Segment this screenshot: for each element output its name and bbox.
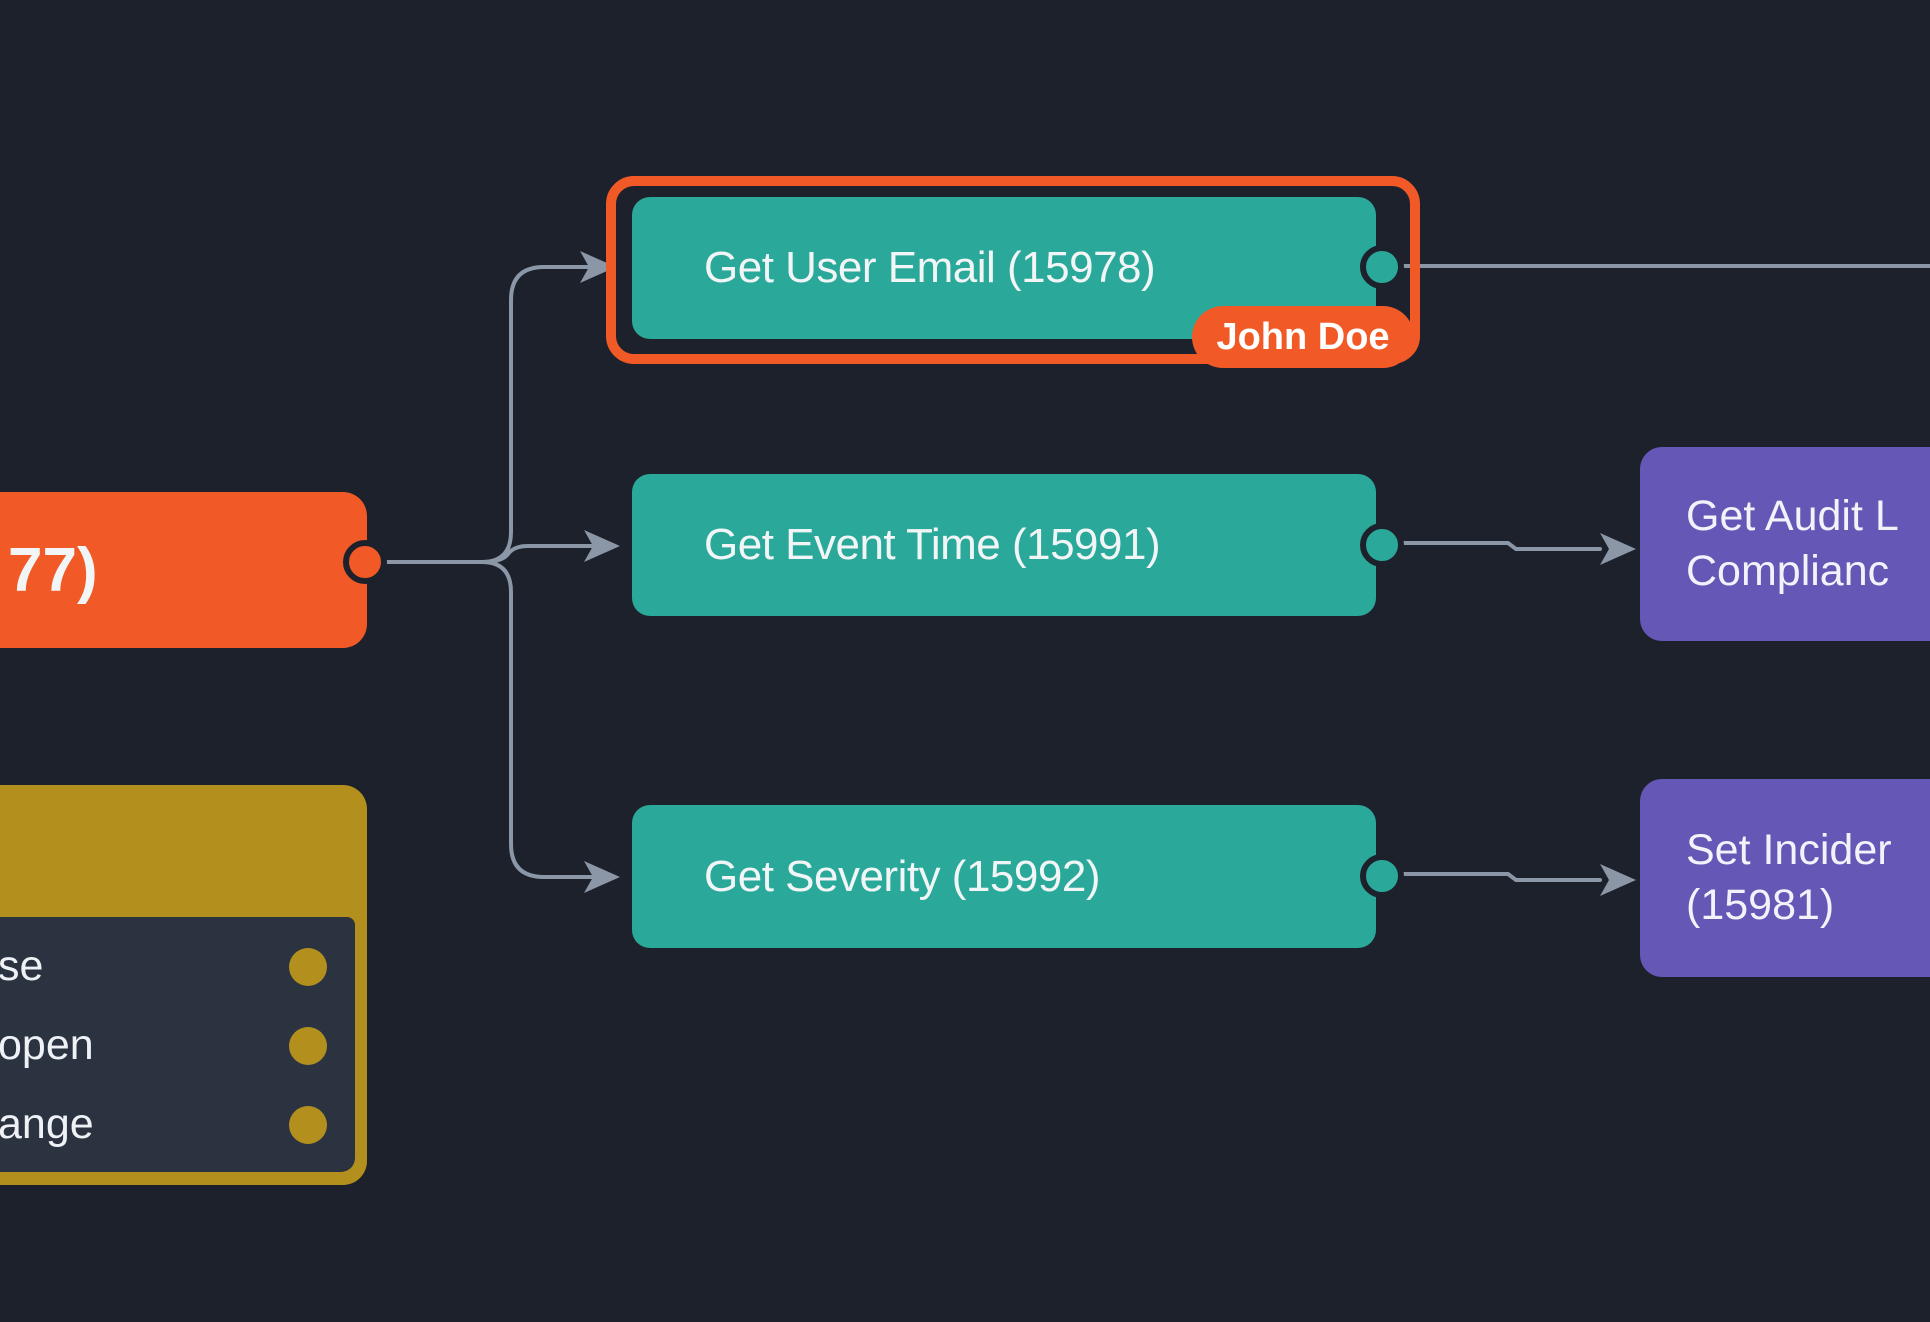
- selection-border: [606, 176, 1420, 364]
- node-get-event-time-label: Get Event Time (15991): [704, 520, 1161, 569]
- edge-start-to-get-user-email: [380, 265, 598, 564]
- node-get-audit-log-label: Get Audit L Complianc: [1686, 489, 1899, 599]
- edge-get-event-time-to-get-audit: [1396, 541, 1602, 551]
- node-get-audit-log[interactable]: Get Audit L Complianc: [1640, 447, 1930, 641]
- node-set-incident-label: Set Incider (15981): [1686, 823, 1892, 933]
- arrowhead-into-set-incident: [1600, 864, 1636, 896]
- port-get-event-time-output[interactable]: [1360, 523, 1404, 567]
- decision-port-open[interactable]: [289, 1026, 327, 1065]
- node-get-audit-log-label-line2: Complianc: [1686, 547, 1890, 595]
- node-get-severity[interactable]: Get Severity (15992): [632, 805, 1376, 948]
- decision-port-close[interactable]: [289, 947, 327, 986]
- port-get-user-email-output[interactable]: [1360, 245, 1404, 289]
- node-get-user-email[interactable]: Get User Email (15978): [632, 197, 1376, 339]
- decision-port-change[interactable]: [289, 1105, 327, 1144]
- node-get-event-time[interactable]: Get Event Time (15991): [632, 474, 1376, 616]
- arrowhead-into-get-user-email: [580, 251, 616, 283]
- decision-row-change[interactable]: ange: [0, 1085, 355, 1164]
- node-start-label: 77): [8, 535, 98, 605]
- arrowhead-into-get-severity: [584, 861, 620, 893]
- node-get-severity-label: Get Severity (15992): [704, 851, 1100, 901]
- node-decision[interactable]: se open ange: [0, 785, 367, 1185]
- port-start-output[interactable]: [343, 540, 387, 584]
- port-get-severity-output[interactable]: [1360, 854, 1404, 898]
- decision-row-change-label: ange: [0, 1100, 94, 1148]
- node-set-incident-label-line1: Set Incider: [1686, 825, 1892, 874]
- node-get-audit-log-label-line1: Get Audit L: [1686, 491, 1899, 540]
- decision-row-close-label: se: [0, 942, 44, 990]
- decision-row-open-label: open: [0, 1021, 94, 1069]
- decision-row-open[interactable]: open: [0, 1006, 355, 1085]
- arrowhead-into-get-audit: [1600, 533, 1636, 565]
- decision-body: se open ange: [0, 917, 355, 1172]
- arrowhead-into-get-event-time: [584, 530, 620, 562]
- decision-row-close[interactable]: se: [0, 927, 355, 1006]
- node-get-user-email-label: Get User Email (15978): [704, 243, 1156, 292]
- owner-badge: John Doe: [1192, 306, 1414, 368]
- node-set-incident-label-line2: (15981): [1686, 881, 1835, 929]
- node-set-incident[interactable]: Set Incider (15981): [1640, 779, 1930, 977]
- owner-badge-label: John Doe: [1216, 315, 1390, 358]
- edge-get-severity-to-set-incident: [1396, 872, 1602, 882]
- node-start[interactable]: 77): [0, 492, 367, 648]
- edge-start-to-get-severity: [380, 560, 600, 879]
